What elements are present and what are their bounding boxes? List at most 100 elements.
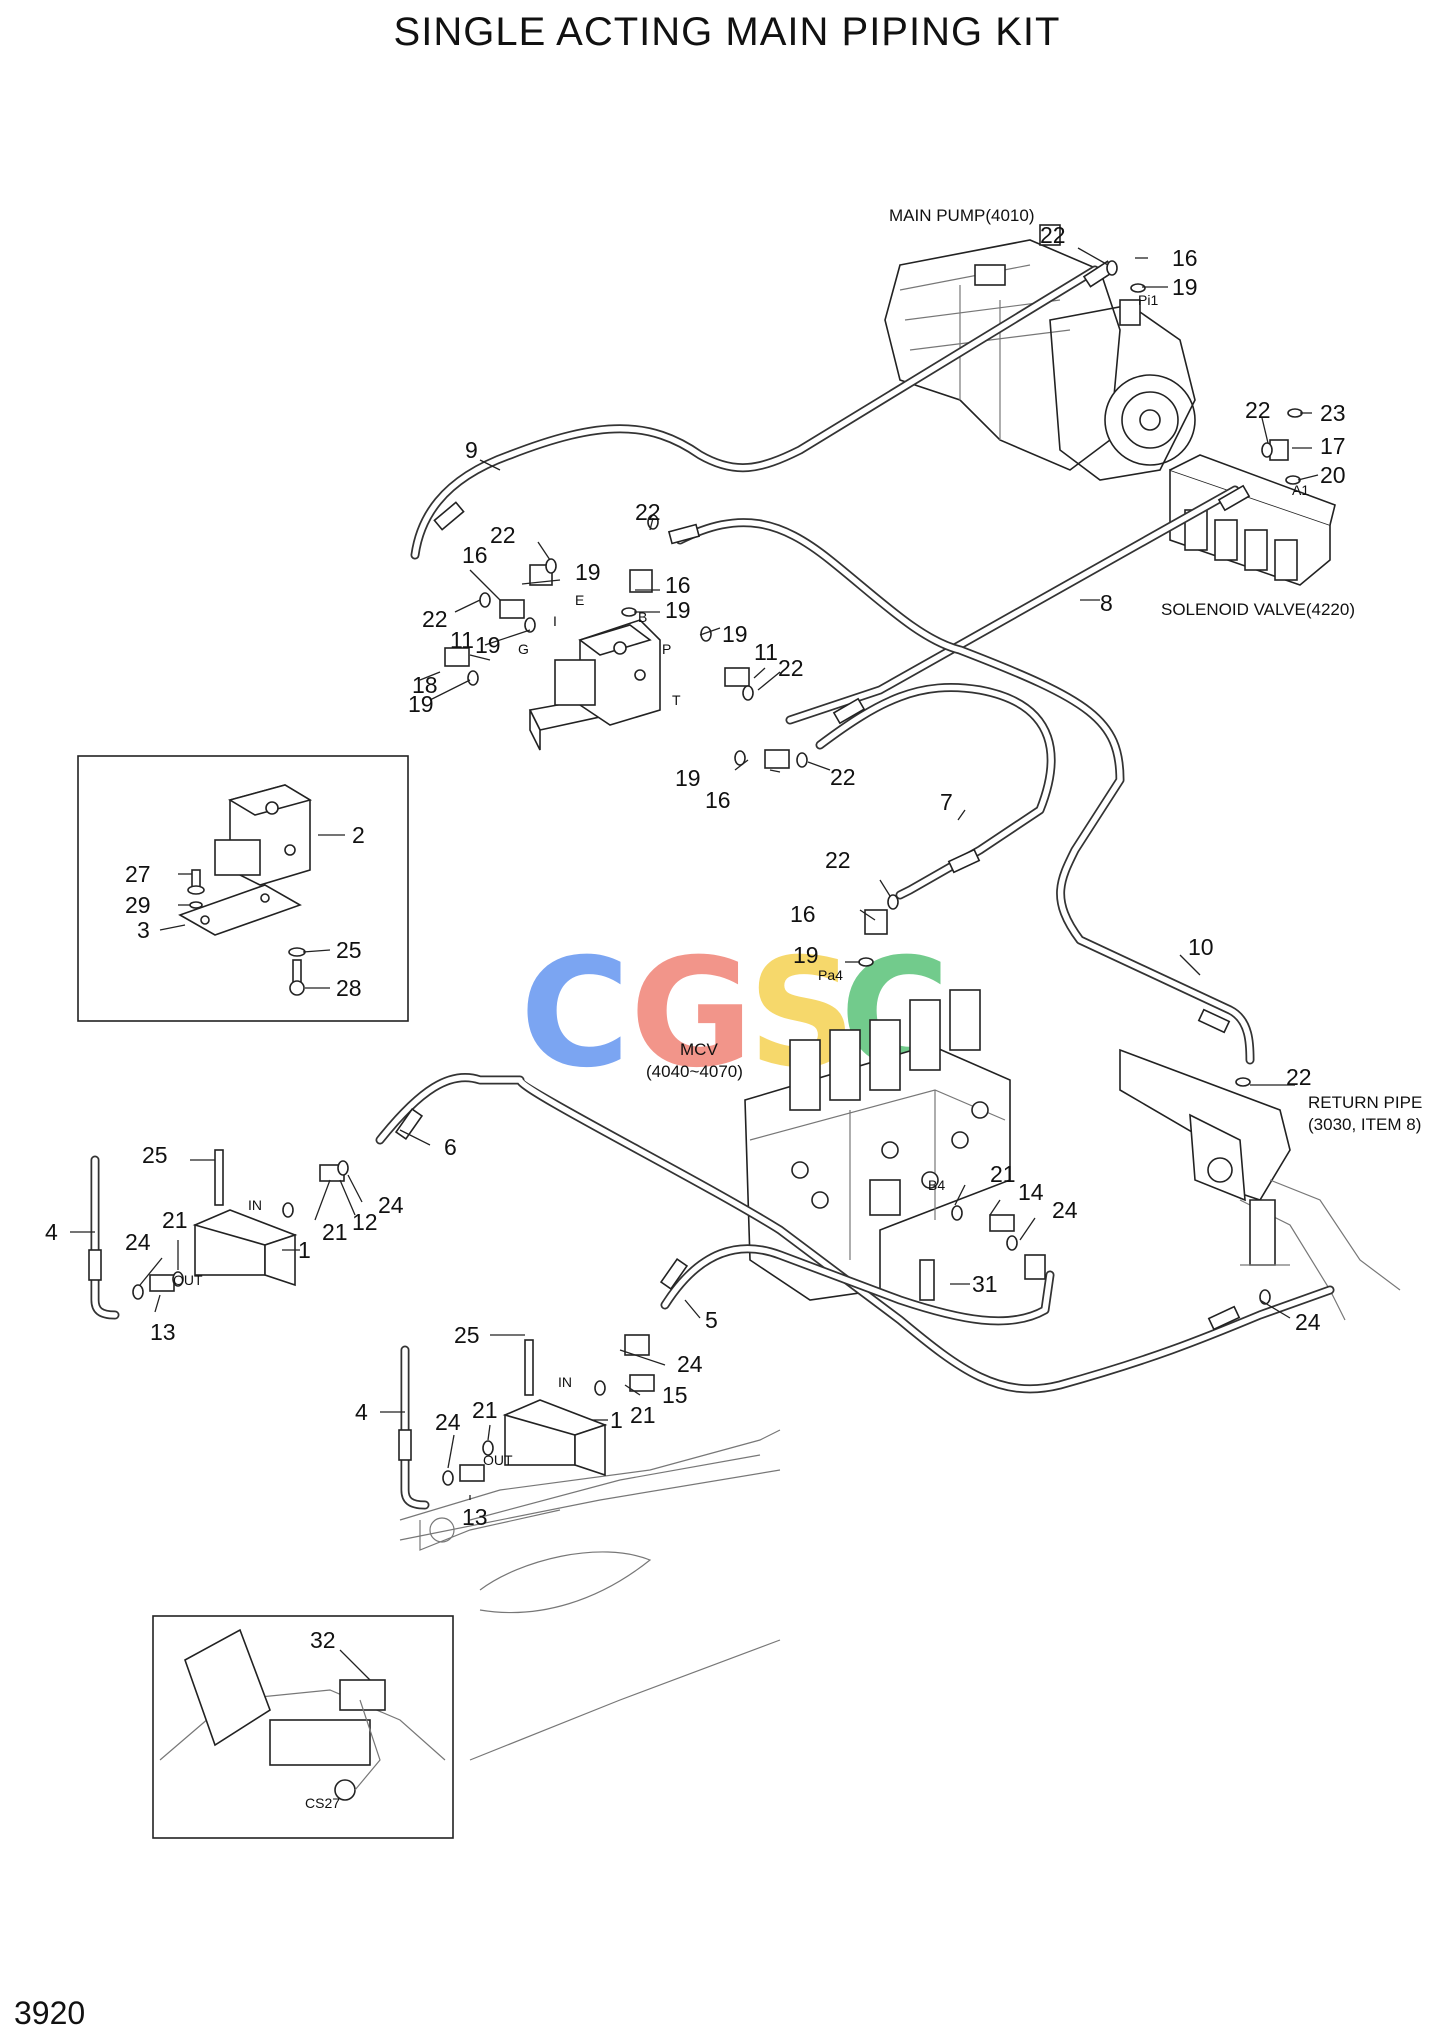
callout: 16 (705, 787, 731, 813)
callout: 22 (778, 655, 804, 681)
callout: 15 (662, 1382, 688, 1408)
callout: 9 (465, 437, 478, 463)
callout: 4 (45, 1219, 58, 1245)
callout: 2 (352, 822, 365, 848)
solenoid-valve-label: SOLENOID VALVE(4220) (1161, 600, 1355, 619)
port-g: G (518, 641, 529, 657)
port-i: I (553, 613, 557, 629)
callout: 24 (435, 1409, 461, 1435)
return-pipe-assembly (1119, 1048, 1401, 1321)
port-out-lower: OUT (483, 1452, 513, 1468)
pipe-4-lower (400, 1345, 430, 1510)
callout: 24 (1052, 1197, 1078, 1223)
hose-sleeves (88, 260, 1251, 1461)
page-title: SINGLE ACTING MAIN PIPING KIT (393, 10, 1061, 54)
callout: 19 (675, 765, 701, 791)
cab-outline (399, 1429, 781, 1761)
main-pump (884, 239, 1196, 481)
inset-valve-detail (77, 755, 409, 1022)
return-pipe-item-label: (3030, ITEM 8) (1308, 1115, 1421, 1134)
callout: 1 (298, 1237, 311, 1263)
callout: 11 (754, 639, 778, 665)
callout: 25 (336, 937, 362, 963)
callout: 28 (336, 975, 362, 1001)
port-cs27: CS27 (305, 1795, 340, 1811)
port-pa4: Pa4 (818, 967, 843, 983)
callout: 19 (722, 621, 748, 647)
pipe-5 (660, 1244, 1055, 1326)
callout: 21 (990, 1161, 1016, 1187)
callout: 29 (125, 892, 151, 918)
callout: 25 (454, 1322, 480, 1348)
main-pump-label: MAIN PUMP(4010) (889, 206, 1034, 225)
callout: 22 (825, 847, 851, 873)
callout: 22 (422, 606, 448, 632)
callout: 13 (150, 1319, 176, 1345)
callout: 27 (125, 861, 151, 887)
port-out-upper: OUT (173, 1272, 203, 1288)
callout: 31 (972, 1271, 998, 1297)
port-b: B (638, 609, 647, 625)
callout: 22 (830, 764, 856, 790)
port-in-lower: IN (558, 1374, 572, 1390)
callout: 4 (355, 1399, 368, 1425)
port-e: E (575, 592, 584, 608)
callout: 19 (575, 559, 601, 585)
callout: 19 (793, 942, 819, 968)
callout: 24 (125, 1229, 151, 1255)
watermark-letter-g: G (630, 927, 753, 1101)
callout: 14 (1018, 1179, 1044, 1205)
mcv-range-label: (4040~4070) (646, 1062, 743, 1081)
callout: 1 (610, 1407, 623, 1433)
solenoid-valve (1169, 454, 1336, 586)
callout: 19 (1172, 274, 1198, 300)
callout: 22 (1040, 222, 1066, 248)
callout: 17 (1320, 433, 1346, 459)
callout: 24 (677, 1351, 703, 1377)
callout: 12 (352, 1209, 378, 1235)
port-t: T (672, 692, 681, 708)
callout: 24 (1295, 1309, 1321, 1335)
port-pi1: Pi1 (1138, 292, 1158, 308)
callout: 3 (137, 917, 150, 943)
callout: 21 (322, 1219, 348, 1245)
callout: 20 (1320, 462, 1346, 488)
o-rings (132, 260, 1303, 1486)
port-a1: A1 (1292, 482, 1309, 498)
port-in-upper: IN (248, 1197, 262, 1213)
pipe-10 (675, 518, 1255, 1065)
pipe-4-upper (90, 1155, 120, 1320)
callout: 10 (1188, 934, 1214, 960)
pipe-8 (785, 485, 1240, 725)
port-p: P (662, 641, 671, 657)
watermark-letter-c: C (520, 927, 630, 1101)
pipe-7 (815, 683, 1056, 900)
callout: 24 (378, 1192, 404, 1218)
pipe-9 (410, 265, 1100, 560)
callout: 21 (472, 1397, 498, 1423)
pipe-6 (375, 1073, 1335, 1394)
callout: 16 (790, 901, 816, 927)
callout: 16 (665, 572, 691, 598)
page-number: 3920 (14, 1995, 86, 2031)
mcv-control-valve (744, 989, 1011, 1301)
callout: 22 (1245, 397, 1271, 423)
callout: 22 (1286, 1064, 1312, 1090)
callout: 19 (665, 597, 691, 623)
inset-cab-detail (152, 1615, 454, 1839)
callout: 18 (412, 672, 438, 698)
callout: 19 (408, 691, 434, 717)
callout: 19 (475, 632, 501, 658)
callout: 6 (444, 1134, 457, 1160)
port-b4: B4 (928, 1177, 945, 1193)
callout: 5 (705, 1307, 718, 1333)
callout: 11 (450, 627, 474, 653)
callout: 23 (1320, 400, 1346, 426)
mcv-label: MCV (680, 1040, 718, 1059)
callout: 25 (142, 1142, 168, 1168)
callout: 16 (462, 542, 488, 568)
callout-numbers: 22 16 19 22 23 17 20 9 22 16 19 22 16 19… (45, 222, 1346, 1653)
callout: 32 (310, 1627, 336, 1653)
center-valve-block (528, 619, 661, 751)
callout: 13 (462, 1504, 488, 1530)
